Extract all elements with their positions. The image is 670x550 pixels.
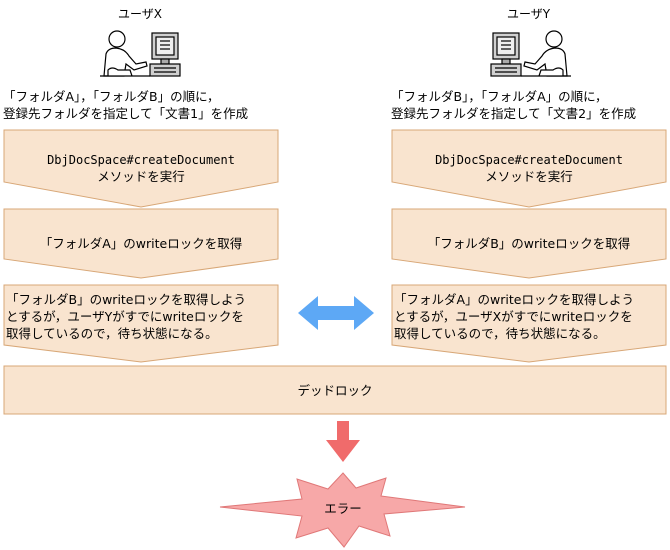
left-step3-line2: とするが，ユーザYがすでにwriteロックを [6, 309, 244, 324]
right-step2-shape [391, 208, 667, 279]
right-desc-line2: 登録先フォルダを指定して「文書2」を作成 [391, 106, 637, 121]
right-step1-action: メソッドを実行 [485, 169, 573, 184]
double-headed-arrow-icon [298, 296, 374, 330]
left-step1-shape [3, 129, 279, 208]
right-step3-line2: とするが，ユーザXがすでにwriteロックを [394, 309, 633, 324]
user-y-label: ユーザY [507, 7, 551, 21]
deadlock-text: デッドロック [297, 383, 373, 398]
user-x-icon [100, 30, 181, 77]
deadlock-box [3, 365, 667, 415]
right-step2-text: 「フォルダB」のwriteロックを取得 [427, 236, 631, 251]
left-step1-method: DbjDocSpace#createDocument [47, 153, 235, 167]
left-step3-line3: 取得しているので，待ち状態になる。 [6, 326, 218, 341]
user-y-icon [490, 30, 571, 77]
left-desc-line2: 登録先フォルダを指定して「文書1」を作成 [3, 106, 249, 121]
right-step1-method: DbjDocSpace#createDocument [435, 153, 623, 167]
down-arrow-icon [326, 421, 360, 462]
left-desc-line1: 「フォルダA」，「フォルダB」の順に， [3, 89, 220, 104]
error-burst-icon [219, 472, 466, 548]
left-step2-text: 「フォルダA」のwriteロックを取得 [39, 236, 243, 251]
left-step1-action: メソッドを実行 [97, 169, 185, 184]
left-step3-line1: 「フォルダB」のwriteロックを取得しよう [6, 292, 247, 307]
right-step3-line1: 「フォルダA」のwriteロックを取得しよう [394, 292, 634, 307]
right-step1-shape [391, 129, 667, 208]
right-desc-line1: 「フォルダB」，「フォルダA」の順に， [391, 89, 608, 104]
right-step3-shape [391, 284, 667, 363]
error-text: エラー [324, 501, 362, 516]
left-step2-shape [3, 208, 279, 279]
user-x-label: ユーザX [118, 7, 162, 21]
left-step3-shape [3, 284, 279, 363]
right-step3-line3: 取得しているので，待ち状態になる。 [394, 326, 606, 341]
